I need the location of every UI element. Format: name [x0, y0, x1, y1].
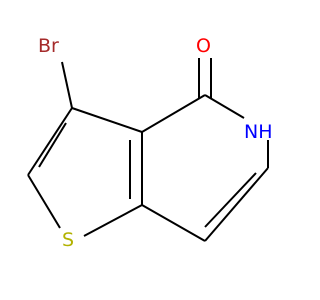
atom-label-oxygen: O: [196, 35, 211, 57]
atom-label-sulfur: S: [62, 229, 74, 251]
atom-label-nitrogen-h: NH: [244, 121, 273, 143]
bond-c3-c3a: [71, 107, 143, 133]
atom-label-bromine: Br: [38, 35, 59, 57]
bond-c3-c2: [27, 107, 73, 176]
bond-c6-c7: [204, 167, 269, 242]
bond-c2-s: [27, 174, 61, 229]
bond-c4-n5: [204, 94, 245, 119]
bond-c3a-c4: [141, 94, 206, 133]
bond-c3-br: [61, 61, 73, 109]
bond-c3-c2-inner: [38, 122, 67, 168]
bond-c7-c7a: [141, 204, 206, 242]
molecule-structure-diagram: Br O NH S: [27, 35, 273, 251]
bond-s-c7a: [83, 204, 143, 237]
bond-c6-c7-inner: [204, 172, 257, 228]
